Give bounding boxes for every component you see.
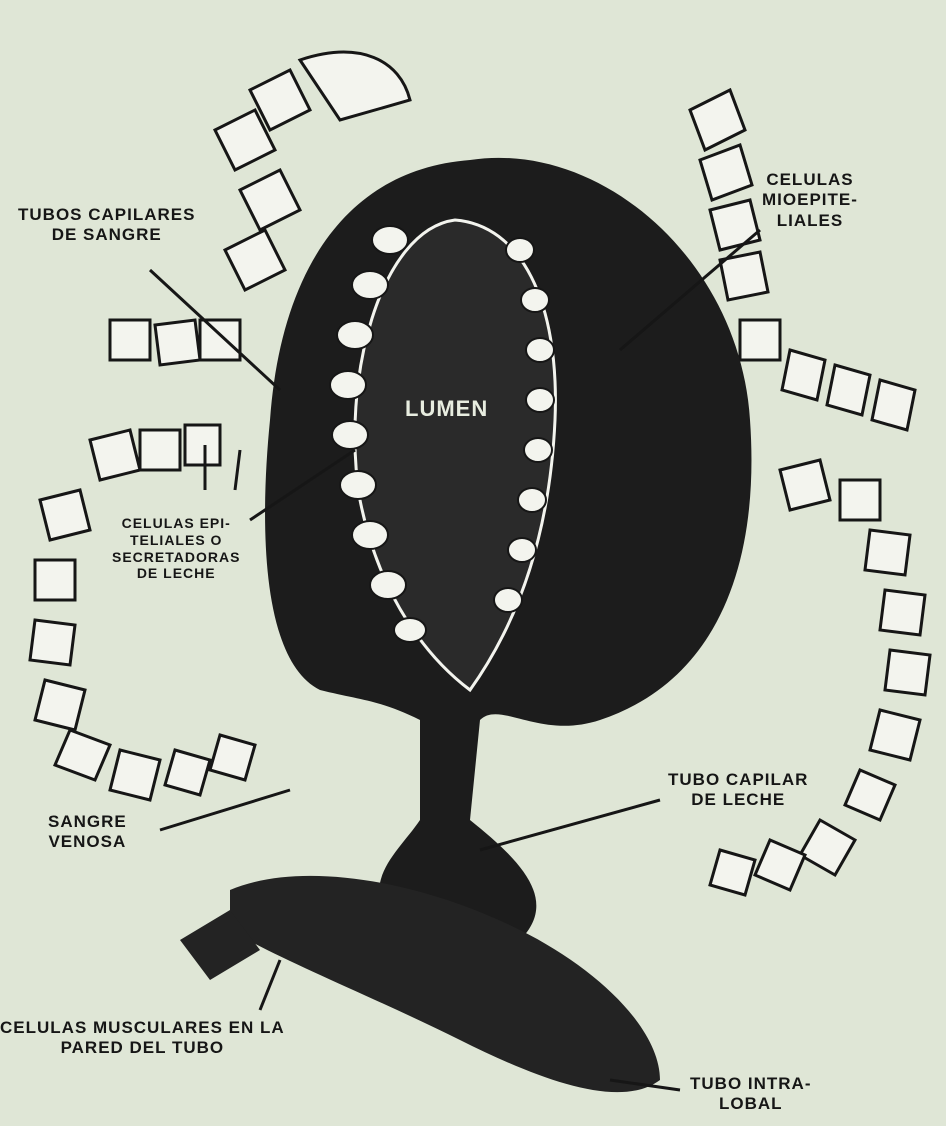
label-celulas-mioepiteliales: CELULAS MIOEPITE- LIALES — [762, 170, 858, 231]
label-line: TELIALES O — [112, 532, 240, 549]
label-line: LIALES — [762, 211, 858, 231]
label-line: MIOEPITE- — [762, 190, 858, 210]
label-line: DE LECHE — [668, 790, 808, 810]
label-tubos-capilares: TUBOS CAPILARES DE SANGRE — [18, 205, 195, 246]
label-line: DE LECHE — [112, 565, 240, 582]
label-line: CELULAS MUSCULARES EN LA — [0, 1018, 285, 1038]
label-line: CELULAS EPI- — [112, 515, 240, 532]
label-line: PARED DEL TUBO — [0, 1038, 285, 1058]
label-line: DE SANGRE — [18, 225, 195, 245]
label-lumen: LUMEN — [405, 396, 488, 422]
label-line: TUBO INTRA- — [690, 1074, 811, 1094]
label-tubo-intralobal: TUBO INTRA- LOBAL — [690, 1074, 811, 1115]
label-celulas-musculares: CELULAS MUSCULARES EN LA PARED DEL TUBO — [0, 1018, 285, 1059]
label-line: CELULAS — [762, 170, 858, 190]
intralobal-duct — [230, 876, 660, 1092]
label-sangre-venosa: SANGRE VENOSA — [48, 812, 127, 853]
label-line: LOBAL — [690, 1094, 811, 1114]
label-line: TUBO CAPILAR — [668, 770, 808, 790]
left-alveolus-cells — [30, 425, 255, 800]
label-tubo-capilar-leche: TUBO CAPILAR DE LECHE — [668, 770, 808, 811]
label-line: SANGRE — [48, 812, 127, 832]
label-celulas-epiteliales: CELULAS EPI- TELIALES O SECRETADORAS DE … — [112, 515, 240, 582]
label-line: VENOSA — [48, 832, 127, 852]
label-line: TUBOS CAPILARES — [18, 205, 195, 225]
label-line: SECRETADORAS — [112, 549, 240, 566]
